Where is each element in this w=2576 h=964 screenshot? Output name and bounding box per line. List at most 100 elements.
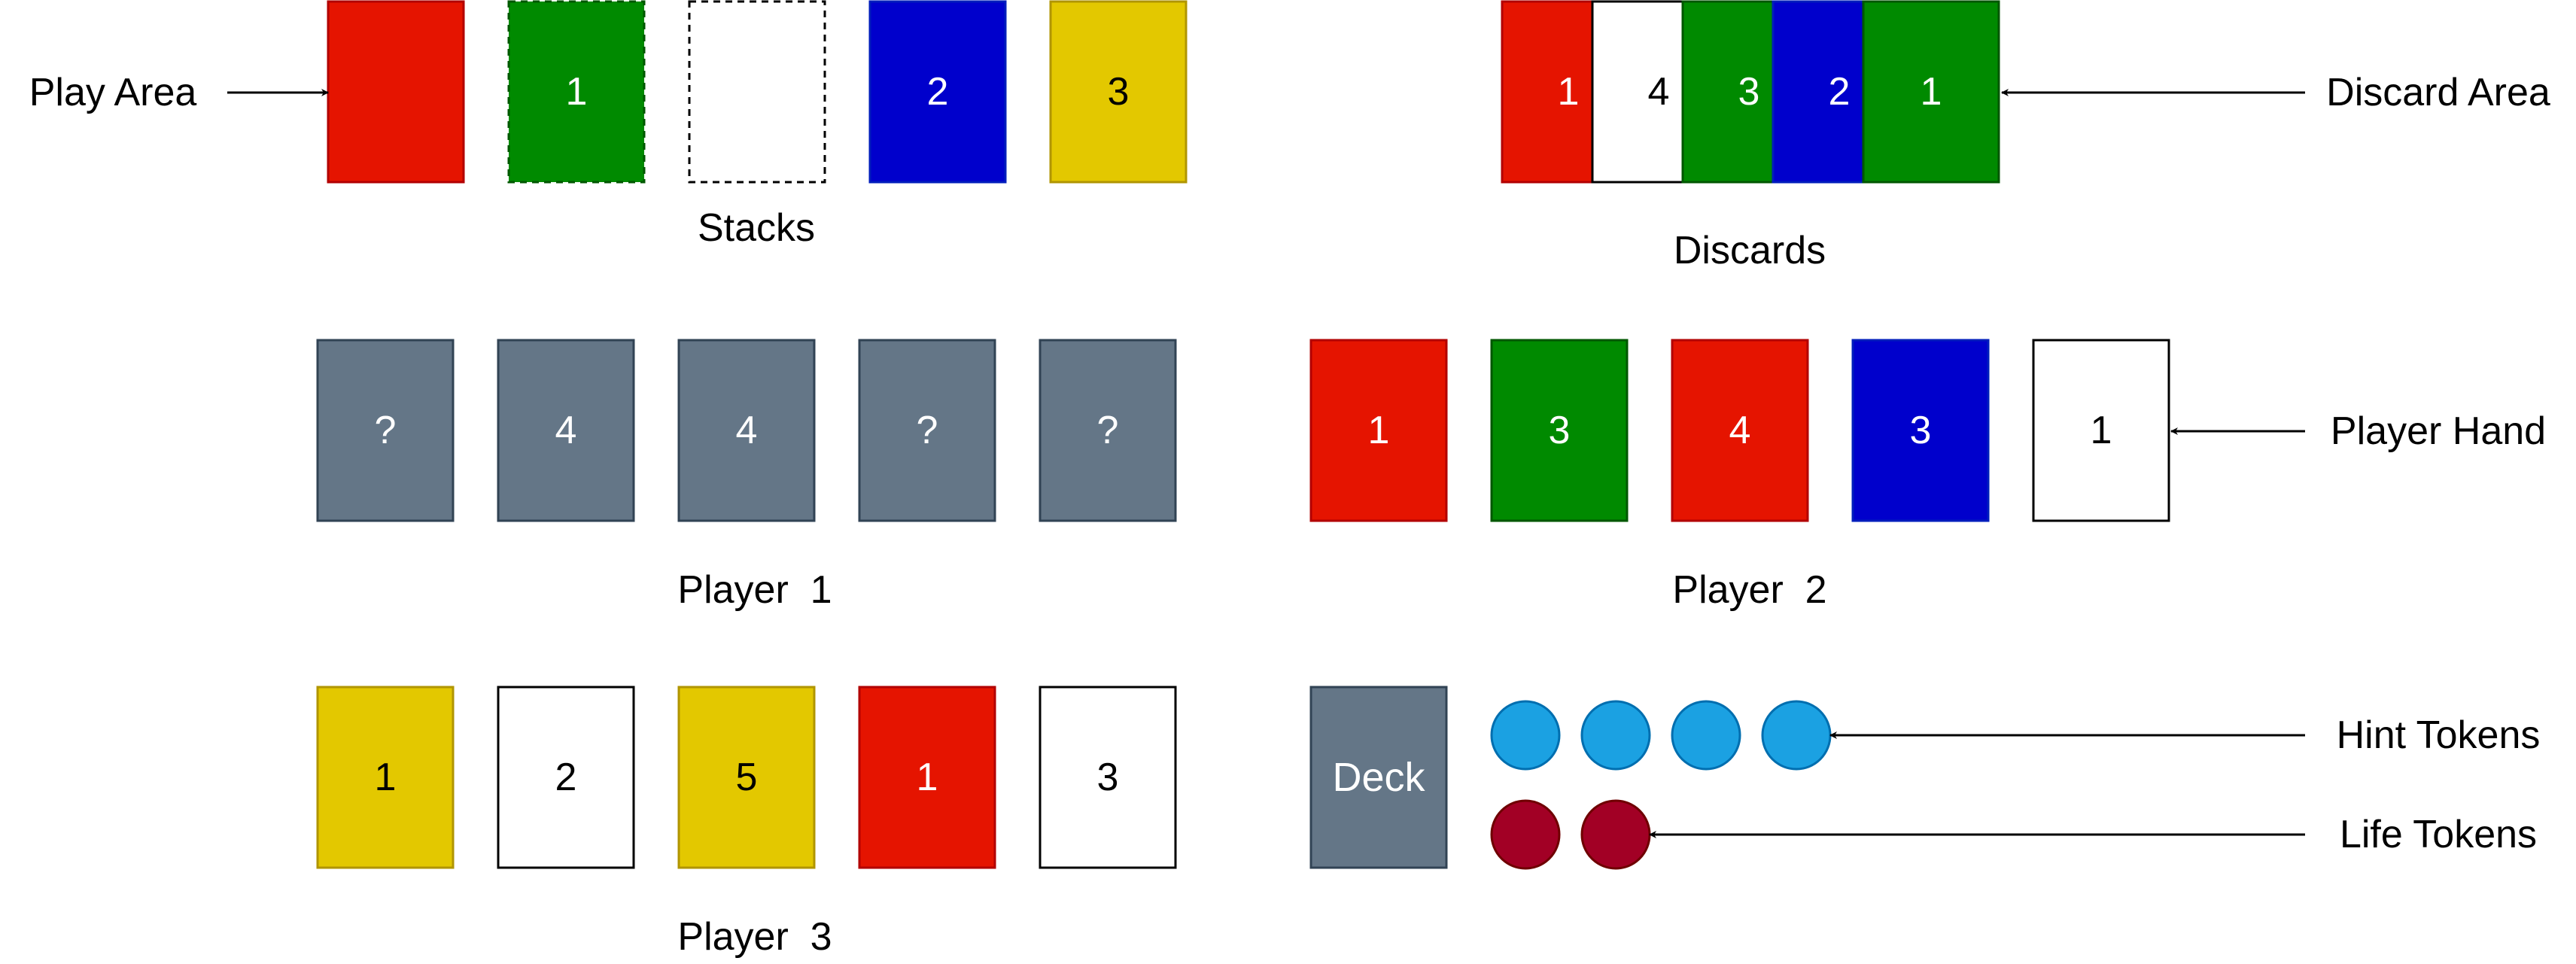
discard-card-5-face — [1862, 0, 2000, 184]
stack-card-1-face — [327, 0, 465, 184]
hint-token-1 — [1490, 700, 1561, 771]
stack-card-5-value: 3 — [1108, 70, 1130, 114]
hint-token-4 — [1761, 700, 1832, 771]
discard-card-2-face — [1591, 0, 1684, 184]
player2-card-1: 1 — [1309, 339, 1448, 522]
discard-card-4-value: 2 — [1829, 70, 1851, 114]
player3-card-1-face — [316, 686, 455, 869]
stack-card-5-face — [1049, 0, 1188, 184]
discard-card-5: 1 — [1862, 0, 2000, 184]
player2-card-3-face — [1671, 339, 1809, 522]
player1-card-4: ? — [858, 339, 996, 522]
player1-card-1-face — [316, 339, 455, 522]
deck-card-value: Deck — [1332, 755, 1425, 800]
player1-card-2-face — [497, 339, 635, 522]
player3-card-5: 3 — [1039, 686, 1177, 869]
discards-label: Discards — [1674, 229, 1826, 272]
stacks-row: 1 2 3 — [327, 0, 1188, 184]
player1-card-5-face — [1039, 339, 1177, 522]
player2-card-5-value: 1 — [2091, 409, 2112, 452]
player1-card-2: 4 — [497, 339, 635, 522]
player1-card-4-face — [858, 339, 996, 522]
life-token-1 — [1490, 799, 1561, 870]
player3-card-2-face — [497, 686, 635, 869]
player3-card-3: 5 — [677, 686, 816, 869]
discard-card-2-value: 4 — [1648, 70, 1670, 114]
player1-card-3-face — [677, 339, 816, 522]
player2-card-2: 3 — [1490, 339, 1629, 522]
player2-card-2-value: 3 — [1549, 409, 1571, 452]
player2-card-4-face — [1851, 339, 1990, 522]
life-tokens-label: Life Tokens — [2340, 813, 2537, 856]
player3-card-5-face — [1039, 686, 1177, 869]
player3-card-4: 1 — [858, 686, 996, 869]
deck-card-face — [1309, 686, 1448, 869]
stack-card-4-face — [868, 0, 1007, 184]
player1-card-5: ? — [1039, 339, 1177, 522]
player3-card-5-value: 3 — [1097, 756, 1119, 799]
player-hand-label: Player Hand — [2331, 409, 2546, 453]
player3-card-3-face — [677, 686, 816, 869]
stack-card-4: 2 — [868, 0, 1007, 184]
stack-card-4-value: 2 — [927, 70, 949, 114]
life-token-2 — [1580, 799, 1651, 870]
stack-card-2: 1 — [507, 0, 646, 184]
discard-card-2: 4 — [1591, 0, 1684, 184]
player3-card-4-face — [858, 686, 996, 869]
discard-card-1-face — [1501, 0, 1594, 184]
discard-card-3-face — [1681, 0, 1775, 184]
player1-card-4-value: ? — [917, 409, 938, 452]
discard-card-5-value: 1 — [1921, 70, 1942, 114]
player3-card-1-value: 1 — [375, 756, 397, 799]
player2-card-3: 4 — [1671, 339, 1809, 522]
hint-tokens — [1490, 700, 1832, 771]
player3-card-2-value: 2 — [555, 756, 577, 799]
player1-hand: ? 4 4?? — [316, 339, 1177, 522]
player2-card-2-face — [1490, 339, 1629, 522]
discard-card-3: 3 — [1681, 0, 1775, 184]
player3-hand: 1 2 5 1 3 — [316, 686, 1177, 869]
play-area-label: Play Area — [29, 71, 197, 114]
hint-token-2 — [1580, 700, 1651, 771]
player1-card-3-value: 4 — [736, 409, 758, 452]
player3-card-3-value: 5 — [736, 756, 758, 799]
player2-card-3-value: 4 — [1729, 409, 1751, 452]
player1-card-5-value: ? — [1097, 409, 1119, 452]
discard-card-3-value: 3 — [1738, 70, 1760, 114]
discard-card-4-face — [1772, 0, 1865, 184]
hint-token-3 — [1671, 700, 1741, 771]
discards-row: 1 4 3 2 1 — [1501, 0, 2000, 184]
deck-card: Deck — [1309, 686, 1448, 869]
player2-card-4: 3 — [1851, 339, 1990, 522]
player1-card-3: 4 — [677, 339, 816, 522]
hint-tokens-label: Hint Tokens — [2337, 713, 2541, 757]
discard-area-label: Discard Area — [2326, 71, 2550, 114]
stacks-label: Stacks — [698, 206, 815, 250]
life-tokens — [1490, 799, 1651, 870]
player1-card-1: ? — [316, 339, 455, 522]
discard-card-1-value: 1 — [1558, 70, 1580, 114]
player2-card-5: 1 — [2032, 339, 2170, 522]
player1-card-1-value: ? — [375, 409, 397, 452]
player2-card-5-face — [2032, 339, 2170, 522]
player1-card-2-value: 4 — [555, 409, 577, 452]
stack-card-1 — [327, 0, 465, 184]
player3-card-4-value: 1 — [917, 756, 938, 799]
player2-card-1-value: 1 — [1368, 409, 1390, 452]
discard-card-1: 1 — [1501, 0, 1594, 184]
stack-card-2-face — [507, 0, 646, 184]
player2-card-1-face — [1309, 339, 1448, 522]
player2-card-4-value: 3 — [1910, 409, 1932, 452]
stack-card-5: 3 — [1049, 0, 1188, 184]
stack-card-2-value: 1 — [566, 70, 588, 114]
player3-card-1: 1 — [316, 686, 455, 869]
player2-hand: 1 3 4 3 1 — [1309, 339, 2170, 522]
player3-card-2: 2 — [497, 686, 635, 869]
player3-label: Player 3 — [677, 915, 832, 959]
player1-label: Player 1 — [677, 568, 832, 612]
stack-card-3 — [688, 0, 826, 184]
stack-card-3-face — [688, 0, 826, 184]
discard-card-4: 2 — [1772, 0, 1865, 184]
deck: Deck — [1309, 686, 1448, 869]
